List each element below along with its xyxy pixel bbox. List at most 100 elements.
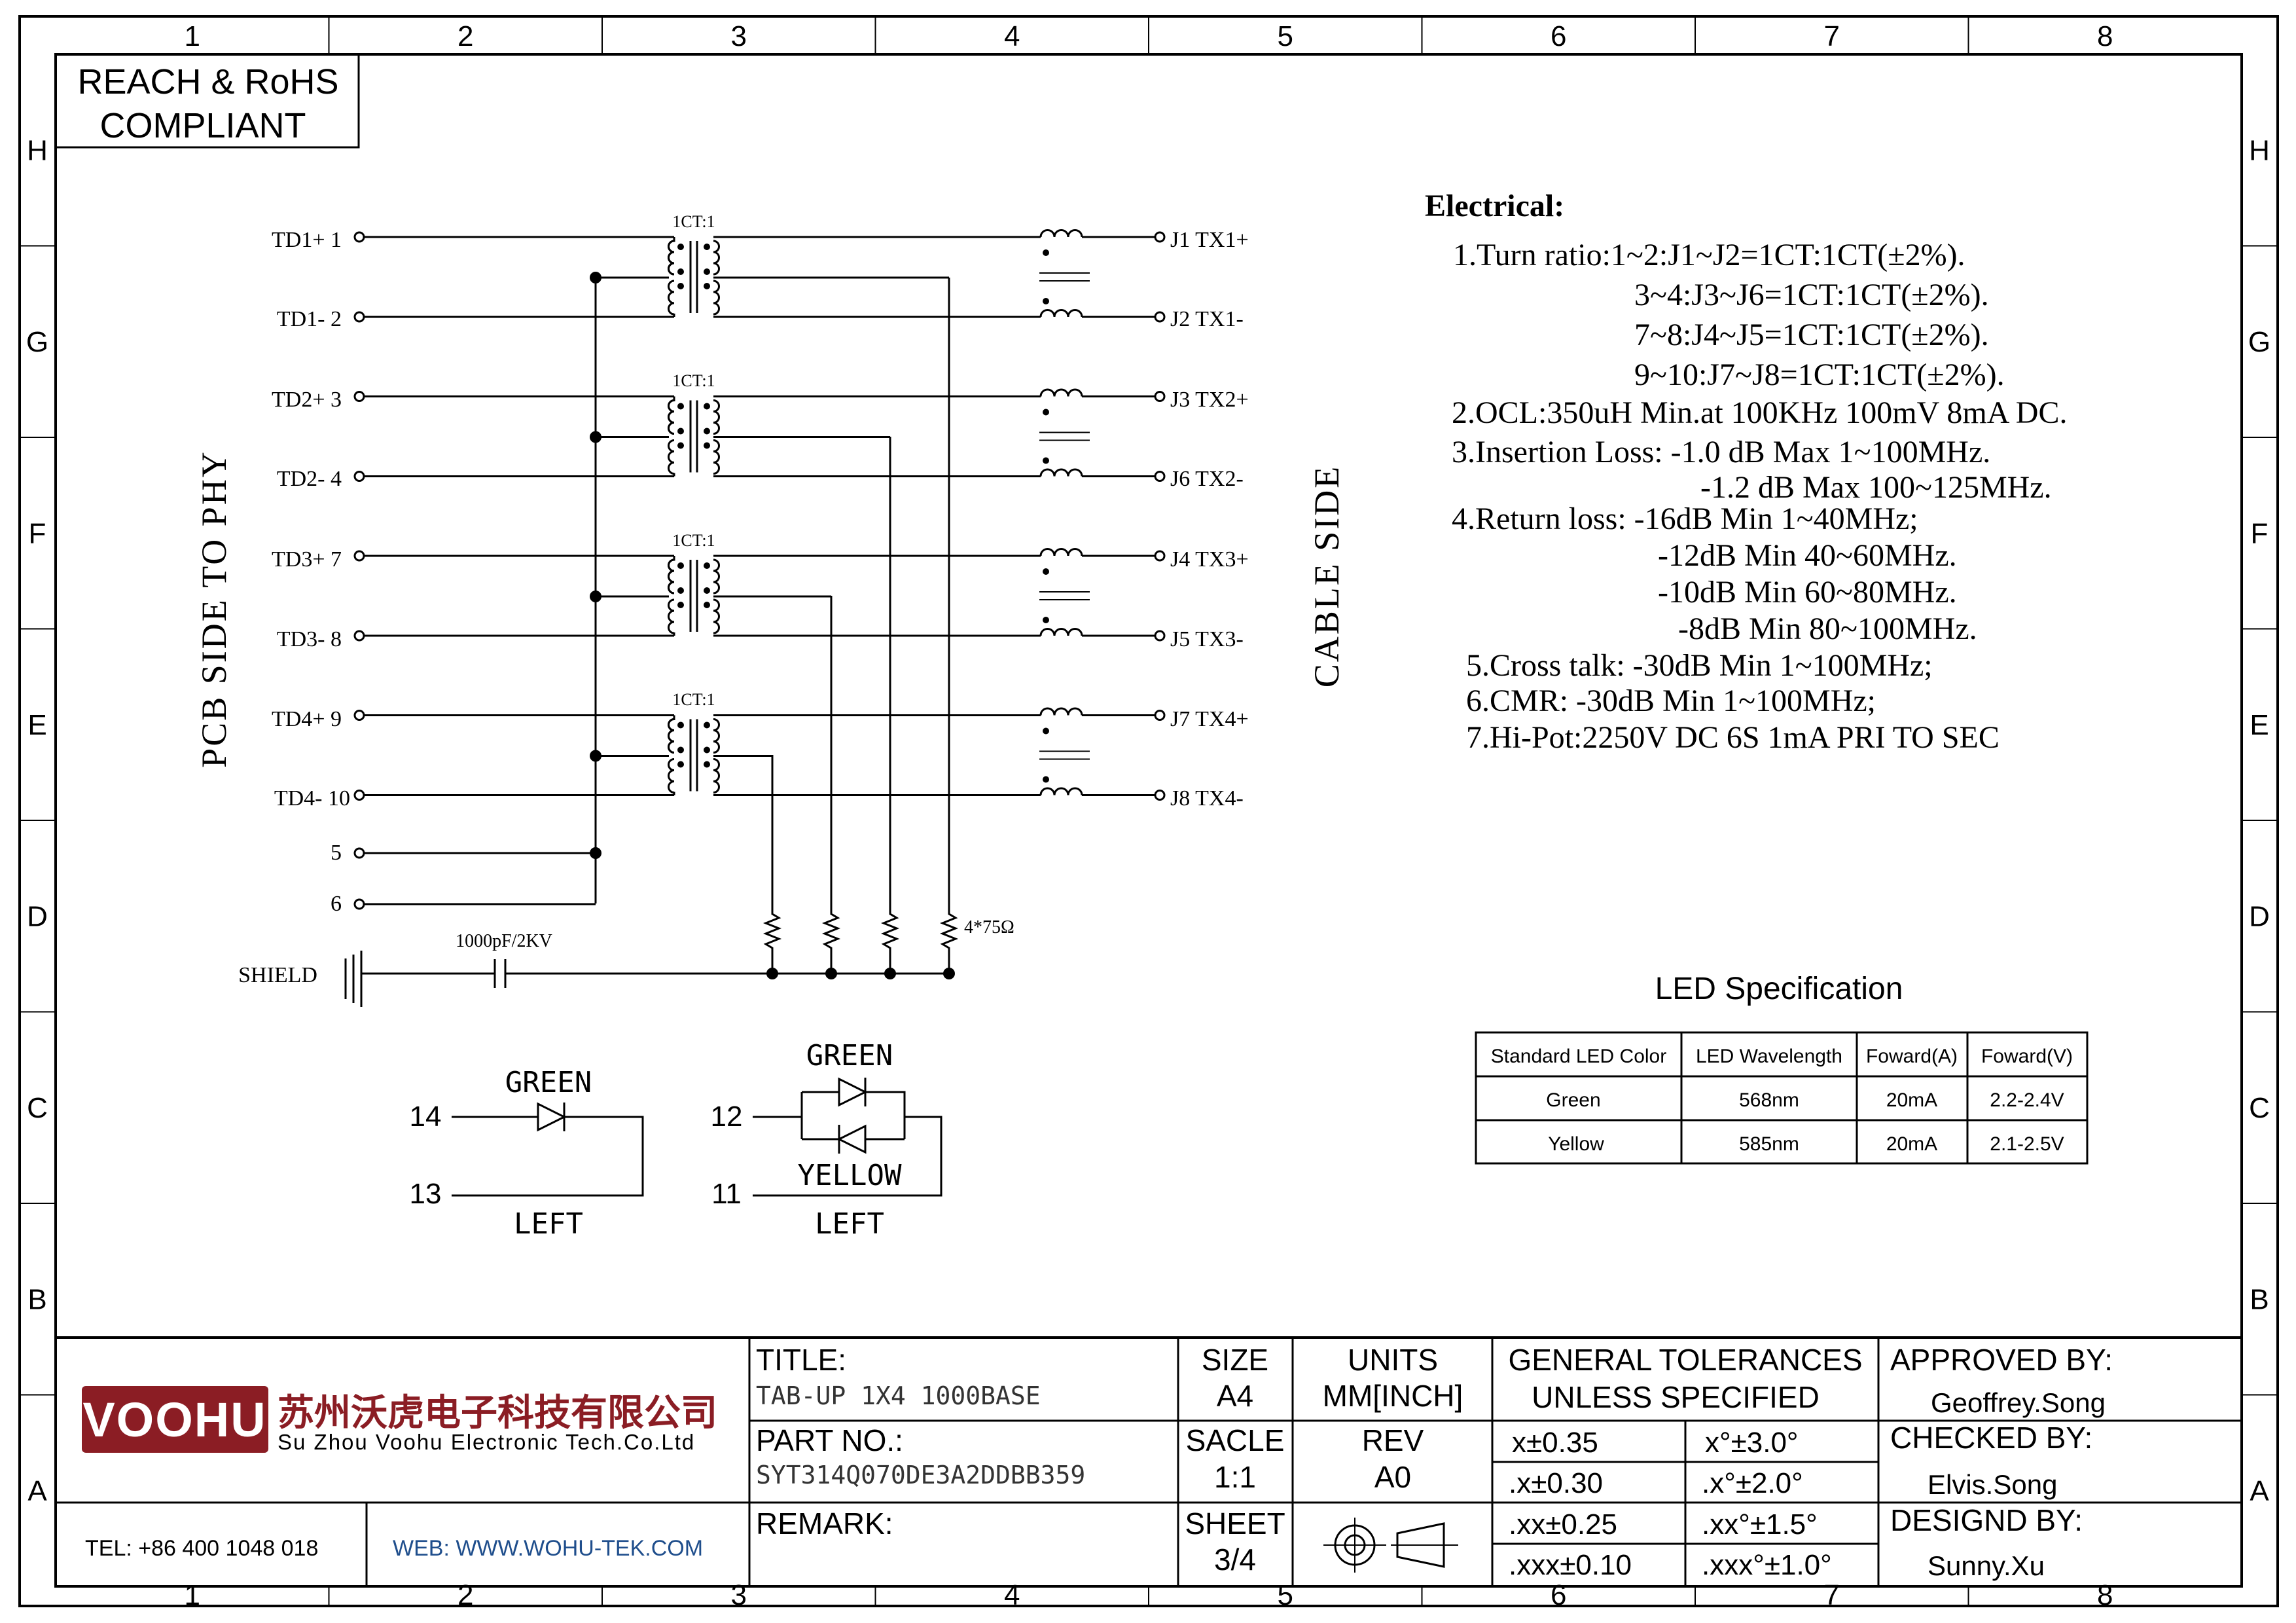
scale-value: 1:1: [1214, 1460, 1256, 1494]
units-label: UNITS: [1348, 1343, 1438, 1377]
spec-line: 1.Turn ratio:1~2:J1~J2=1CT:1CT(±2%).: [1453, 238, 1965, 272]
zone-column-label: 5: [1278, 1579, 1293, 1611]
led-diagram-left: GREEN 14 13 LEFT: [410, 1066, 644, 1241]
pin-j5: J5 TX3-: [1170, 627, 1244, 651]
tolerance-angular: .x°±2.0°: [1702, 1467, 1803, 1499]
cable-side-label: CABLE SIDE: [1307, 465, 1346, 688]
zone-row-label: E: [2250, 709, 2269, 741]
pin-j4: J4 TX3+: [1170, 547, 1249, 572]
led-spec-cell: Green: [1546, 1089, 1600, 1111]
common-mode-bus: [353, 278, 601, 910]
size-label: SIZE: [1202, 1343, 1268, 1377]
projection-symbol: [1323, 1518, 1458, 1573]
zone-row-label: C: [2249, 1092, 2270, 1124]
pin-td4-minus: TD4- 10: [274, 786, 350, 811]
zone-row-label: G: [2248, 326, 2270, 358]
led-spec-cell: Yellow: [1548, 1133, 1604, 1155]
pin-j3: J3 TX2+: [1170, 388, 1249, 412]
pin-j7: J7 TX4+: [1170, 707, 1249, 731]
title-value: TAB-UP 1X4 1000BASE: [756, 1381, 1041, 1410]
tolerances-title: GENERAL TOLERANCES: [1508, 1343, 1862, 1377]
resistor-label: 4*75Ω: [964, 917, 1014, 938]
zone-column-label: 6: [1551, 1579, 1566, 1611]
zone-row-label: E: [27, 709, 46, 741]
part-label: PART NO.:: [756, 1423, 903, 1457]
spec-line: 2.OCL:350uH Min.at 100KHz 100mV 8mA DC.: [1452, 395, 2067, 430]
tolerance-angular: .xxx°±1.0°: [1702, 1549, 1832, 1581]
led-spec-title: LED Specification: [1655, 972, 1903, 1006]
electrical-spec: Electrical: 1.Turn ratio:1~2:J1~J2=1CT:1…: [1425, 189, 2067, 755]
spec-line: 3.Insertion Loss: -1.0 dB Max 1~100MHz.: [1452, 435, 1990, 469]
led-spec-header: LED Wavelength: [1696, 1046, 1842, 1067]
led-right-pin-top: 12: [711, 1101, 743, 1133]
led-spec-cell: 568nm: [1739, 1089, 1799, 1111]
sheet-label: SHEET: [1185, 1506, 1285, 1541]
led-spec-cell: 20mA: [1886, 1089, 1937, 1111]
compliance-line-2: COMPLIANT: [99, 106, 306, 145]
zone-column-label: 3: [731, 20, 747, 52]
led-left-color: GREEN: [505, 1066, 592, 1099]
part-value: SYT314Q070DE3A2DDBB359: [756, 1461, 1085, 1489]
designed-label: DESIGND BY:: [1890, 1503, 2083, 1537]
zone-column-label: 4: [1004, 1579, 1020, 1611]
spec-line: -10dB Min 60~80MHz.: [1658, 575, 1957, 610]
pcb-side-label: PCB SIDE TO PHY: [194, 450, 234, 768]
tolerance-linear: .xxx±0.10: [1509, 1549, 1632, 1581]
led-right-pin-bottom: 11: [711, 1178, 742, 1210]
zone-column-label: 3: [731, 1579, 747, 1611]
led-right-side: LEFT: [815, 1207, 884, 1241]
tolerance-linear: x±0.35: [1512, 1427, 1598, 1459]
ratio-label-4: 1CT:1: [672, 690, 715, 709]
electrical-title: Electrical:: [1425, 189, 1564, 223]
zone-column-label: 4: [1004, 20, 1020, 52]
compliance-box: REACH & RoHS COMPLIANT: [56, 54, 360, 149]
led-spec-cell: 585nm: [1739, 1133, 1799, 1155]
tolerances-subtitle: UNLESS SPECIFIED: [1532, 1380, 1820, 1414]
spec-line: -12dB Min 40~60MHz.: [1658, 538, 1957, 573]
pin-5: 5: [331, 841, 342, 865]
tolerance-linear: .xx±0.25: [1509, 1508, 1617, 1541]
voohu-logo: VOOHU: [82, 1386, 268, 1453]
pin-td2-minus: TD2- 4: [277, 467, 342, 491]
zone-column-label: 7: [1824, 1579, 1840, 1611]
spec-line: 7~8:J4~J5=1CT:1CT(±2%).: [1634, 318, 1989, 352]
scale-label: SACLE: [1186, 1423, 1285, 1457]
transformer-channel: [353, 388, 1166, 482]
led-spec-cell: 2.2-2.4V: [1990, 1089, 2064, 1111]
web-link[interactable]: WEB: WWW.WOHU-TEK.COM: [393, 1536, 703, 1561]
spec-line: 4.Return loss: -16dB Min 1~40MHz;: [1452, 501, 1918, 536]
pin-td3-plus: TD3+ 7: [272, 547, 342, 572]
spec-line: 3~4:J3~J6=1CT:1CT(±2%).: [1634, 278, 1989, 312]
spec-line: -8dB Min 80~100MHz.: [1678, 611, 1977, 646]
tel-text: TEL: +86 400 1048 018: [85, 1536, 318, 1561]
units-value: MM[INCH]: [1323, 1379, 1463, 1413]
company-name-en: Su Zhou Voohu Electronic Tech.Co.Ltd: [278, 1430, 695, 1454]
zone-column-label: 2: [457, 20, 473, 52]
led-diagram-right: GREEN YELLOW 12 11 LEFT: [711, 1039, 942, 1241]
led-spec-cell: 20mA: [1886, 1133, 1937, 1155]
pin-td3-minus: TD3- 8: [277, 627, 342, 651]
tolerance-angular: .xx°±1.5°: [1702, 1508, 1818, 1541]
pin-j8: J8 TX4-: [1170, 786, 1244, 811]
led-left-pin-top: 14: [410, 1101, 442, 1133]
zone-row-label: B: [2250, 1283, 2269, 1315]
zone-column-label: 8: [2097, 20, 2113, 52]
led-spec-cell: 2.1-2.5V: [1990, 1133, 2064, 1155]
led-spec-header: Standard LED Color: [1491, 1046, 1666, 1067]
shield-ground: SHIELD 1000pF/2KV: [238, 931, 955, 1007]
approved-value: Geoffrey.Song: [1931, 1387, 2106, 1418]
spec-line: -1.2 dB Max 100~125MHz.: [1700, 470, 2052, 505]
checked-label: CHECKED BY:: [1890, 1421, 2092, 1455]
zone-row-label: D: [27, 900, 48, 932]
transformer-channel: [353, 229, 1166, 323]
spec-line: 9~10:J7~J8=1CT:1CT(±2%).: [1634, 357, 2005, 392]
size-value: A4: [1217, 1379, 1253, 1413]
zone-row-label: A: [27, 1475, 47, 1507]
zone-row-label: F: [29, 517, 46, 549]
pin-td2-plus: TD2+ 3: [272, 388, 342, 412]
company-name-cn: 苏州沃虎电子科技有限公司: [278, 1392, 717, 1433]
pin-td1-plus: TD1+ 1: [272, 228, 342, 252]
zone-column-label: 7: [1824, 20, 1840, 52]
transformer-channel: [353, 707, 1166, 801]
pin-j1: J1 TX1+: [1170, 228, 1249, 252]
